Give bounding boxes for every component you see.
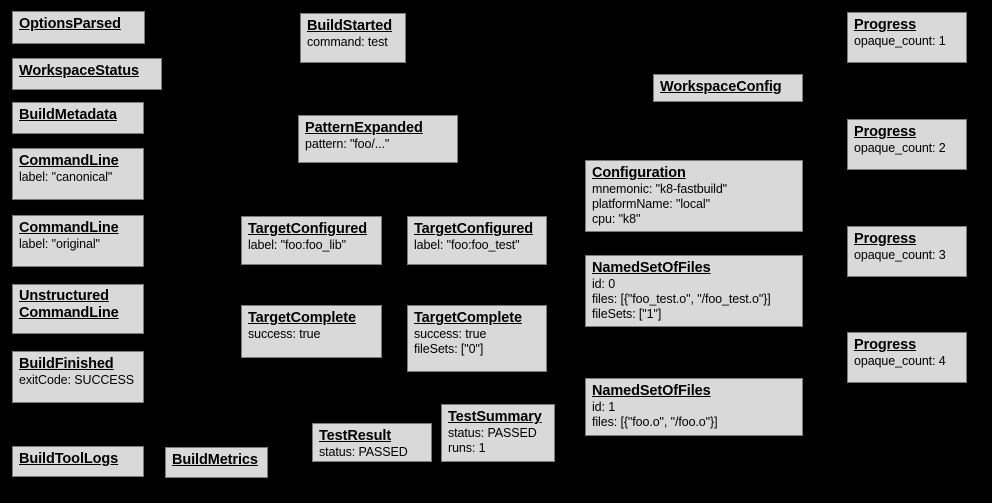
event-node-fields: opaque_count: 4	[854, 354, 946, 368]
event-node-title: Progress	[854, 124, 917, 140]
event-node-build-metadata[interactable]: BuildMetadata	[12, 102, 144, 134]
event-node-options-parsed[interactable]: OptionsParsed	[12, 11, 145, 44]
event-node-title: OptionsParsed	[19, 16, 121, 32]
event-node-fields: pattern: "foo/..."	[305, 137, 390, 151]
event-node-title: BuildMetadata	[19, 107, 117, 123]
event-node-title: Progress	[854, 231, 917, 247]
event-node-title: BuildToolLogs	[19, 451, 119, 467]
event-node-unstructured-command-line[interactable]: Unstructured CommandLine	[12, 284, 144, 334]
event-node-title: Progress	[854, 337, 917, 353]
event-node-title: NamedSetOfFiles	[592, 383, 711, 399]
event-node-title: TargetConfigured	[248, 221, 367, 237]
event-node-title: Unstructured CommandLine	[19, 288, 119, 321]
event-node-fields: success: true	[248, 327, 321, 341]
event-node-title: BuildFinished	[19, 356, 114, 372]
event-node-title: TargetComplete	[414, 310, 522, 326]
event-node-fields: opaque_count: 3	[854, 248, 946, 262]
event-node-fields: status: PASSED	[319, 445, 408, 459]
event-node-fields: opaque_count: 2	[854, 141, 946, 155]
event-node-fields: label: "canonical"	[19, 170, 113, 184]
event-node-title: BuildStarted	[307, 18, 393, 34]
event-node-title: CommandLine	[19, 220, 119, 236]
event-node-title: Configuration	[592, 165, 686, 181]
event-node-build-metrics[interactable]: BuildMetrics	[165, 447, 268, 478]
event-node-build-tool-logs[interactable]: BuildToolLogs	[12, 446, 144, 477]
event-node-title: TestSummary	[448, 409, 542, 425]
event-node-fields: exitCode: SUCCESS	[19, 373, 135, 387]
event-node-title: NamedSetOfFiles	[592, 260, 711, 276]
event-node-title: TestResult	[319, 428, 392, 444]
event-node-fields: status: PASSED runs: 1	[448, 426, 537, 455]
event-node-fields: success: true fileSets: ["0"]	[414, 327, 487, 356]
event-node-workspace-status[interactable]: WorkspaceStatus	[12, 58, 162, 90]
event-node-title: PatternExpanded	[305, 120, 423, 136]
event-node-fields: opaque_count: 1	[854, 34, 946, 48]
event-node-title: TargetConfigured	[414, 221, 533, 237]
event-node-fields: id: 1 files: [{"foo.o", "/foo.o"}]	[592, 400, 718, 429]
event-node-fields: label: "foo:foo_lib"	[248, 238, 346, 252]
event-node-fields: id: 0 files: [{"foo_test.o", "/foo_test.…	[592, 277, 771, 321]
event-node-title: Progress	[854, 17, 917, 33]
event-node-title: BuildMetrics	[172, 452, 258, 468]
event-node-fields: command: test	[307, 35, 388, 49]
event-node-title: WorkspaceStatus	[19, 63, 139, 79]
event-node-title: CommandLine	[19, 153, 119, 169]
event-node-workspace-config[interactable]: WorkspaceConfig	[653, 74, 803, 102]
event-node-fields: label: "original"	[19, 237, 100, 251]
event-node-fields: label: "foo:foo_test"	[414, 238, 520, 252]
event-node-title: TargetComplete	[248, 310, 356, 326]
event-node-fields: mnemonic: "k8-fastbuild" platformName: "…	[592, 182, 728, 226]
event-node-title: WorkspaceConfig	[660, 79, 782, 95]
